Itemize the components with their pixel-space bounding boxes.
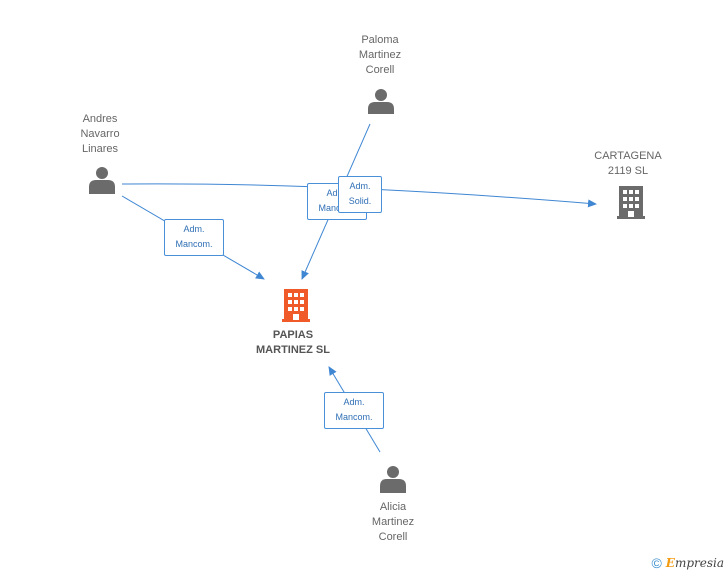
person-icon[interactable] [368, 89, 394, 114]
node-label-alicia[interactable]: Alicia Martinez Corell [371, 501, 415, 543]
person-icon[interactable] [380, 466, 406, 493]
node-label-paloma[interactable]: Paloma Martinez Corell [358, 34, 402, 76]
edge-label-alicia-papias: Adm. Mancom. [324, 392, 384, 429]
node-label-cartagena[interactable]: CARTAGENA 2119 SL [594, 150, 662, 177]
building-icon[interactable] [282, 289, 310, 322]
copyright-notice: © Empresia [651, 555, 724, 571]
edge-label-andres-papias: Adm. Mancom. [164, 219, 224, 256]
node-label-andres[interactable]: Andres Navarro Linares [80, 113, 120, 155]
copyright-icon: © [651, 555, 662, 571]
building-icon[interactable] [617, 186, 645, 219]
edge-label-andres-cartagena: Adm. Solid. [338, 176, 382, 213]
node-label-papias[interactable]: PAPIAS MARTINEZ SL [256, 329, 330, 356]
person-icon[interactable] [89, 167, 115, 194]
brand-logo: Empresia [665, 556, 724, 570]
